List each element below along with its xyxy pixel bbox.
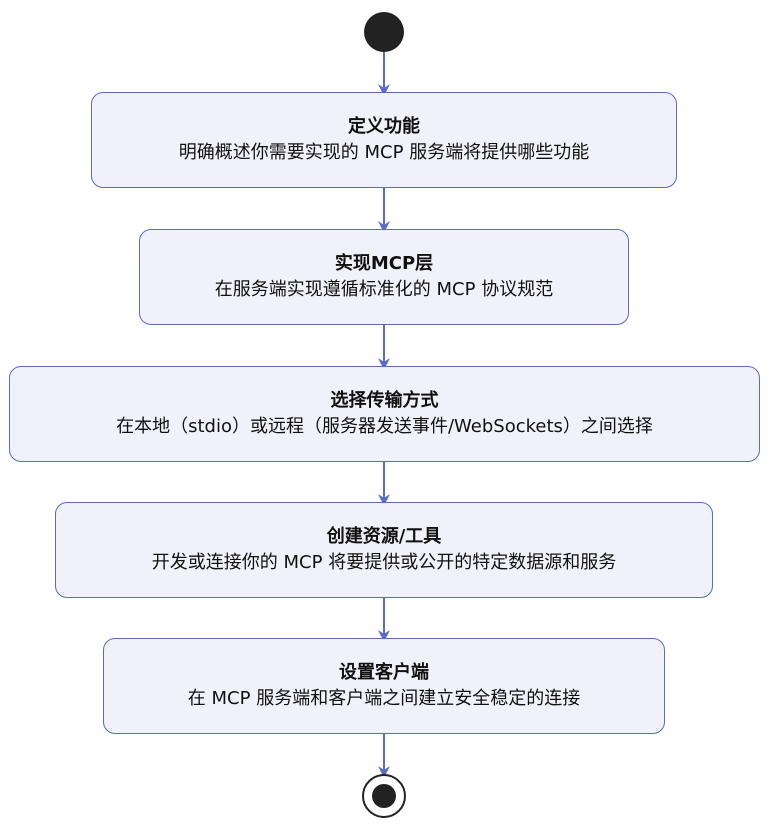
- step-title: 选择传输方式: [330, 390, 439, 411]
- end-node: [362, 774, 406, 818]
- step-description: 在服务端实现遵循标准化的 MCP 协议规范: [214, 279, 554, 300]
- step-define-features: 定义功能 明确概述你需要实现的 MCP 服务端将提供哪些功能: [91, 92, 677, 188]
- step-title: 实现MCP层: [334, 253, 434, 274]
- step-setup-client: 设置客户端 在 MCP 服务端和客户端之间建立安全稳定的连接: [103, 638, 665, 734]
- step-title: 创建资源/工具: [326, 526, 442, 547]
- step-description: 在本地（stdio）或远程（服务器发送事件/WebSockets）之间选择: [116, 416, 653, 437]
- step-choose-transport: 选择传输方式 在本地（stdio）或远程（服务器发送事件/WebSockets）…: [9, 366, 760, 462]
- step-description: 明确概述你需要实现的 MCP 服务端将提供哪些功能: [178, 142, 590, 163]
- step-description: 在 MCP 服务端和客户端之间建立安全稳定的连接: [187, 688, 581, 709]
- step-implement-mcp-layer: 实现MCP层 在服务端实现遵循标准化的 MCP 协议规范: [139, 229, 629, 325]
- step-title: 定义功能: [348, 116, 420, 137]
- step-title: 设置客户端: [339, 662, 429, 683]
- start-node: [364, 12, 404, 52]
- step-description: 开发或连接你的 MCP 将要提供或公开的特定数据源和服务: [151, 552, 617, 573]
- step-create-resources-tools: 创建资源/工具 开发或连接你的 MCP 将要提供或公开的特定数据源和服务: [55, 502, 713, 598]
